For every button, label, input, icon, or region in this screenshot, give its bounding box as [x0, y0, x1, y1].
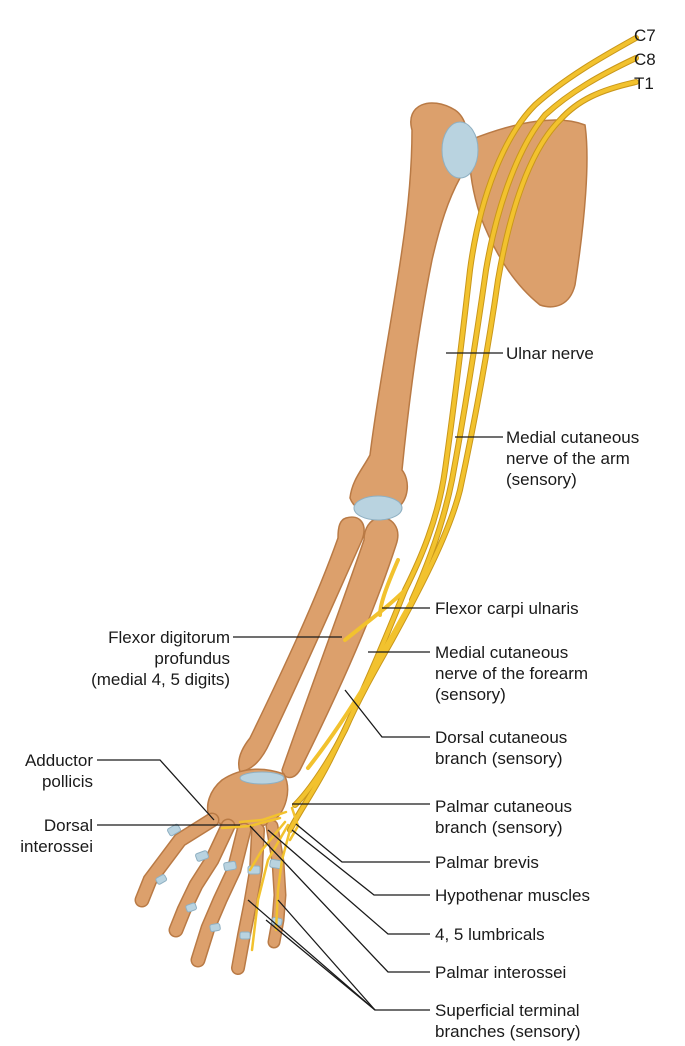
label-adductor-pollicis: Adductor pollicis: [24, 751, 93, 791]
label-medial-cutaneous-arm: Medial cutaneous nerve of the arm (senso…: [506, 428, 640, 489]
label-hypothenar-muscles: Hypothenar muscles: [435, 886, 590, 905]
nerves: [220, 35, 639, 952]
leader-adductor-pollicis: [97, 759, 215, 821]
label-palmar-interossei: Palmar interossei: [435, 963, 567, 982]
label-dorsal-cutaneous-branch: Dorsal cutaneous branch (sensory): [435, 728, 568, 768]
wrist-cartilage: [239, 771, 285, 785]
label-medial-cutaneous-forearm: Medial cutaneous nerve of the forearm (s…: [435, 643, 589, 704]
root-label-t1: T1: [634, 74, 654, 93]
ulnar-nerve-trunk: [288, 36, 638, 832]
ulna: [281, 517, 399, 779]
leader-palmar-interossei: [249, 825, 430, 973]
leader-palmar-brevis: [295, 823, 430, 863]
leader-hypothenar-muscles: [291, 829, 430, 896]
leader-lines: [97, 352, 503, 1011]
label-palmar-cutaneous-branch: Palmar cutaneous branch (sensory): [435, 797, 573, 837]
elbow-cartilage: [353, 495, 403, 521]
label-flexor-digitorum-profundus: Flexor digitorum profundus (medial 4, 5 …: [91, 628, 230, 689]
label-flexor-carpi-ulnaris: Flexor carpi ulnaris: [435, 599, 579, 618]
root-label-c7: C7: [634, 26, 656, 45]
label-lumbricals: 4, 5 lumbricals: [435, 925, 545, 944]
leader-lumbricals: [267, 829, 430, 935]
label-dorsal-interossei: Dorsal interossei: [20, 816, 93, 856]
shoulder-cartilage: [441, 121, 479, 179]
label-palmar-brevis: Palmar brevis: [435, 853, 539, 872]
root-label-c8: C8: [634, 50, 656, 69]
bones: [134, 102, 588, 975]
label-ulnar-nerve: Ulnar nerve: [506, 344, 594, 363]
leader-dorsal-cutaneous-branch: [344, 689, 430, 738]
label-superficial-terminal-branches: Superficial terminal branches (sensory): [435, 1001, 581, 1041]
